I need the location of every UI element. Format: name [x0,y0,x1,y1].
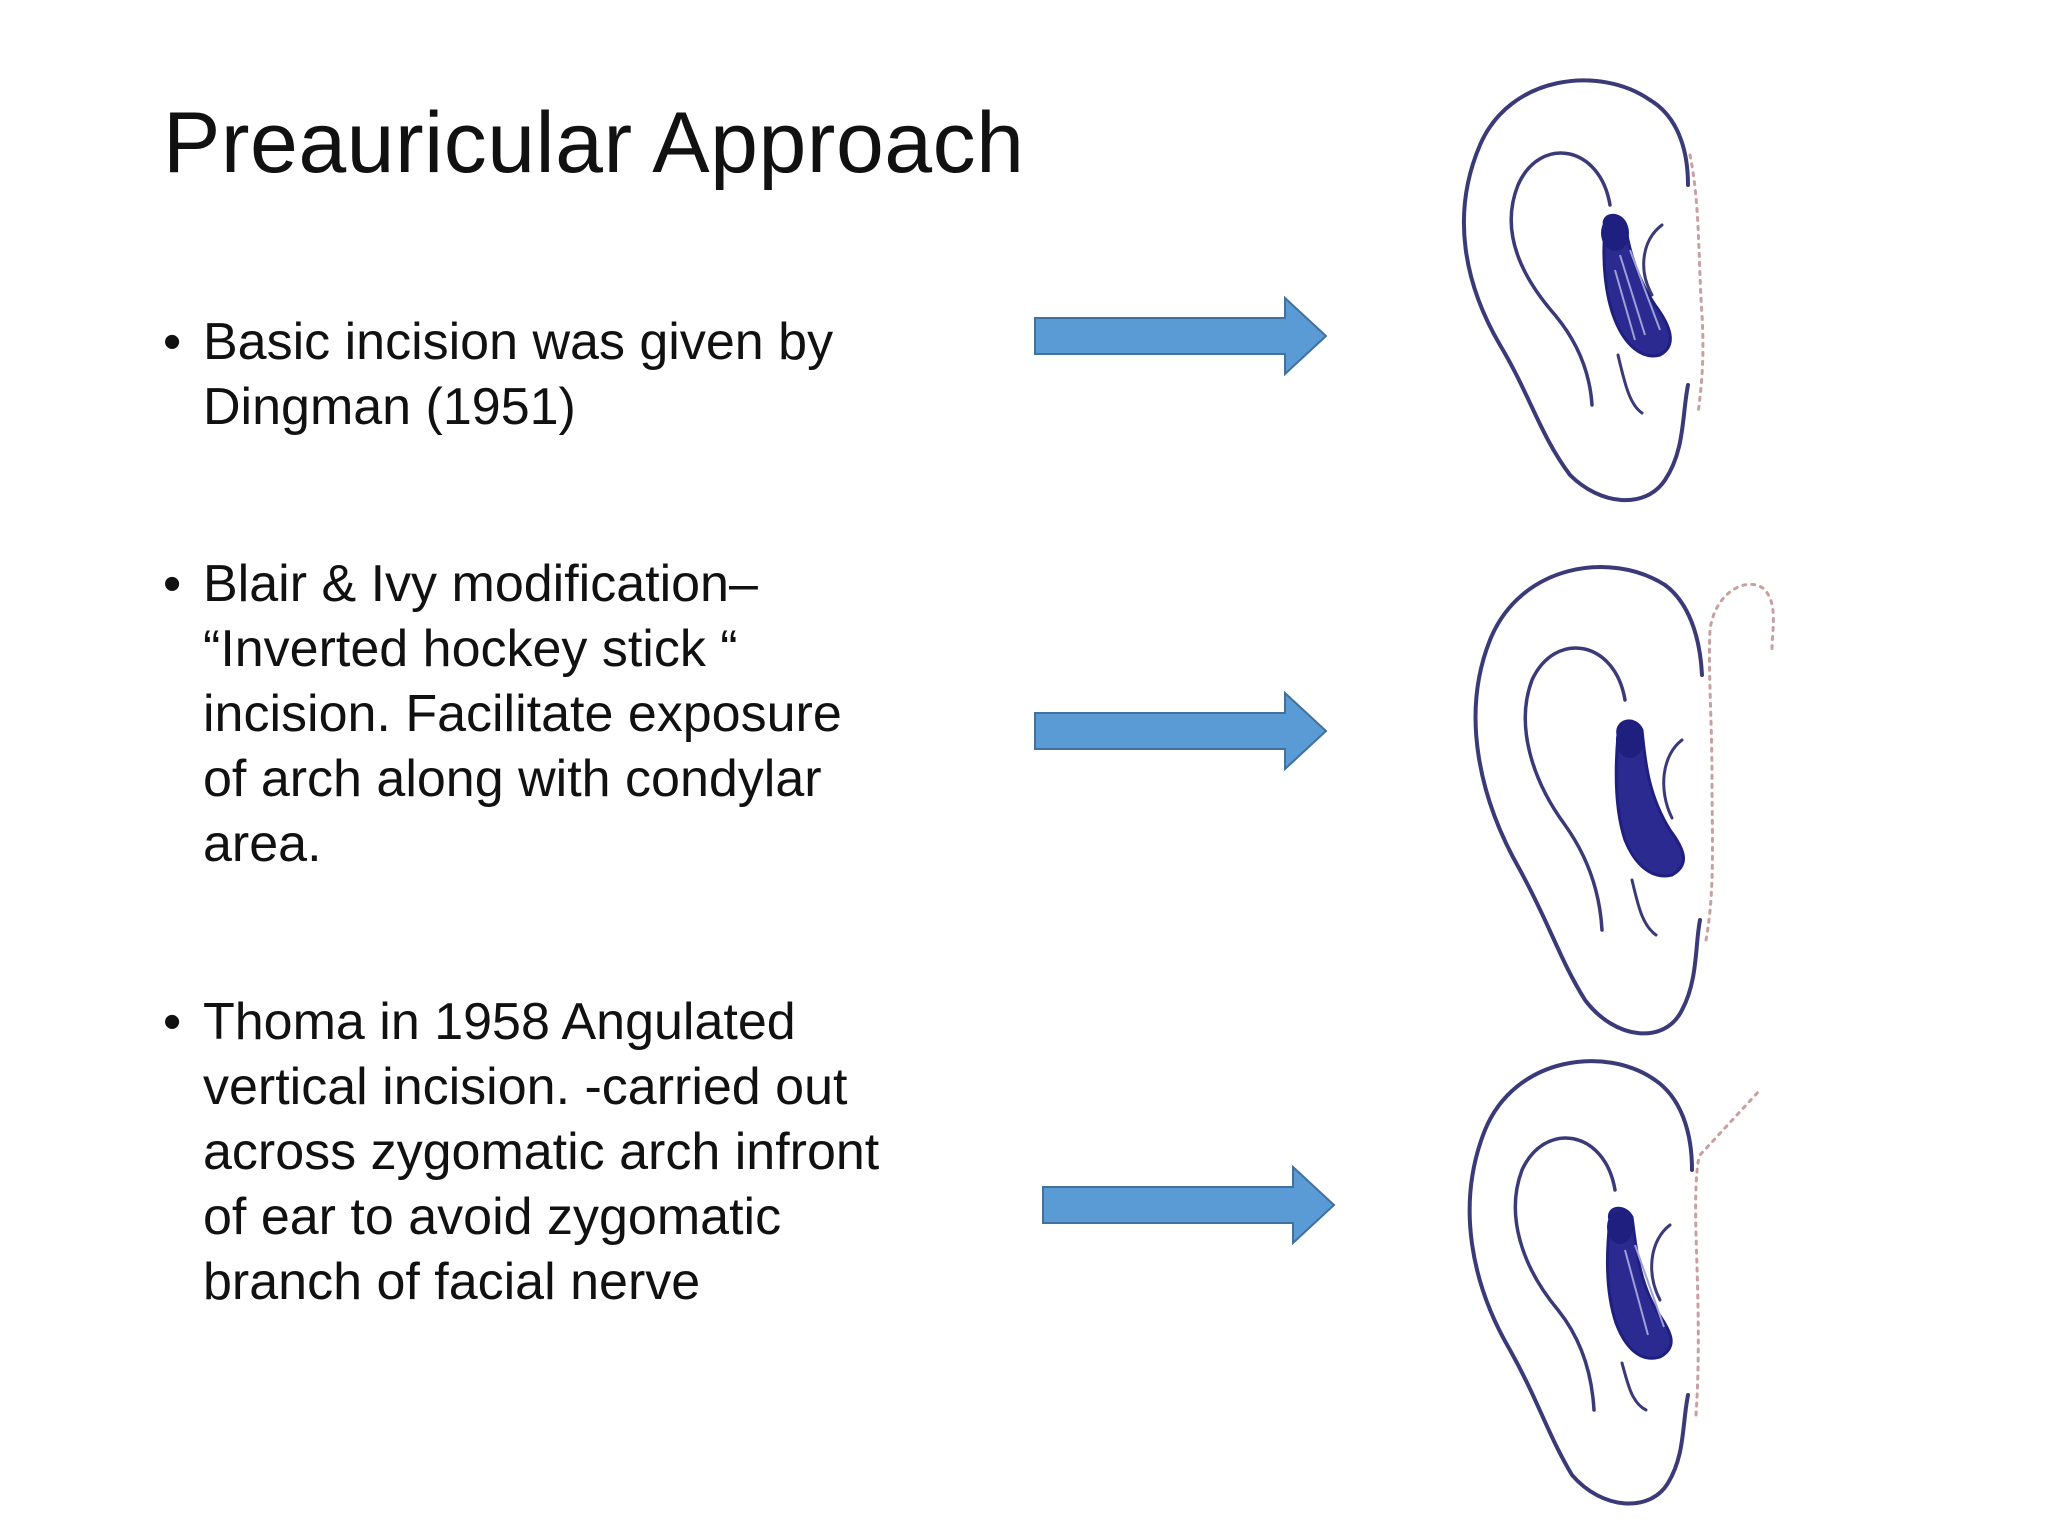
bullet-dot: • [163,993,182,1051]
ear-illustration [1473,565,1775,1036]
bullet-item: • Thoma in 1958 Angulated vertical incis… [163,990,1013,1315]
page-title: Preauricular Approach [163,95,1025,191]
bullet-dot: • [163,313,182,371]
bullet-item: • Basic incision was given by Dingman (1… [163,310,1013,440]
bullet-item: • Blair & Ivy modification– “Inverted ho… [163,552,1013,877]
bullet-text: Blair & Ivy modification– “Inverted hock… [203,555,842,873]
right-arrow-icon [1034,296,1328,376]
bullet-text: Basic incision was given by Dingman (195… [203,313,834,436]
right-arrow-icon [1034,691,1328,771]
bullet-text: Thoma in 1958 Angulated vertical incisio… [203,993,880,1311]
right-arrow-icon [1042,1165,1336,1245]
bullet-dot: • [163,555,182,613]
ear-illustration [1467,1059,1762,1506]
ear-illustration [1462,78,1705,502]
